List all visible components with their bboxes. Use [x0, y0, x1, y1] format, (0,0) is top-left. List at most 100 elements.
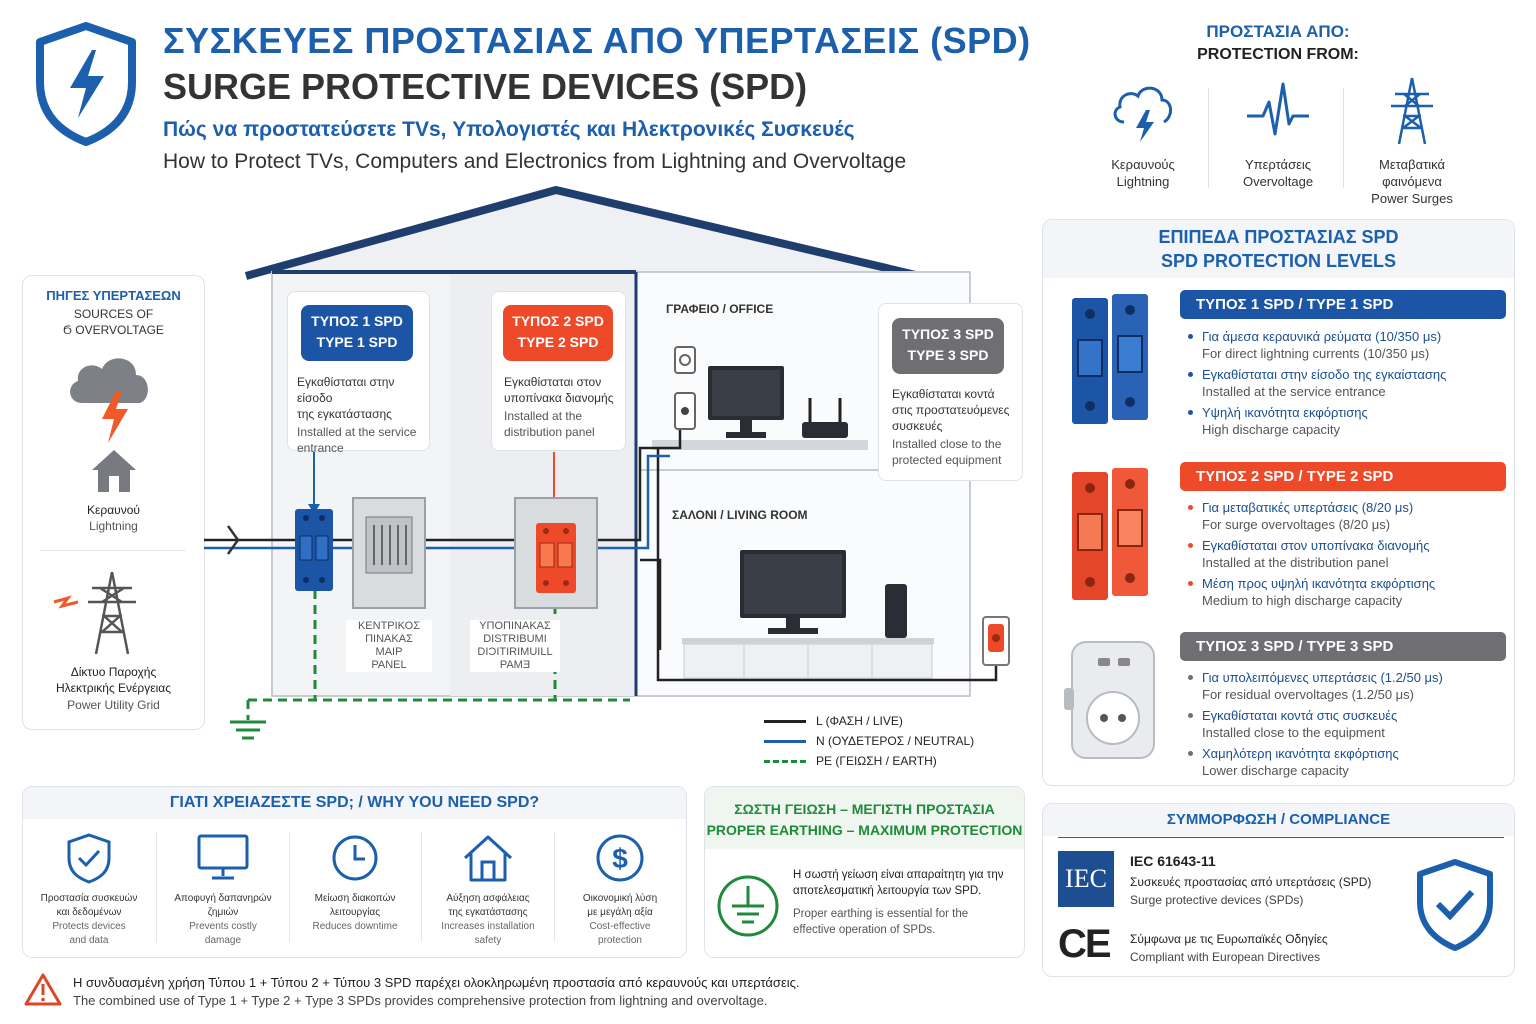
- protection-item-en: Power Surges: [1371, 191, 1453, 206]
- type1-tag: ΤΥΠΟΣ 1 SPD TYPE 1 SPD: [301, 305, 413, 361]
- bullet-greek: Εγκαθίσταται στον υποπίνακα διανομής: [1202, 538, 1430, 553]
- divider: [1343, 88, 1344, 188]
- divider: [421, 832, 422, 942]
- why-title: ΓΙΑΤΙ ΧΡΕΙΑΖΕΣΤΕ SPD; / WHY YOU NEED SPD…: [169, 794, 540, 811]
- legend-earth-label: PE (ΓΕΙΩΣΗ / EARTH): [816, 754, 937, 768]
- type2-spd-image: [1072, 468, 1148, 600]
- sub-panel-label-4: PAMƎ: [499, 659, 531, 671]
- type2-desc-greek-1: Εγκαθίσταται στον: [504, 375, 602, 389]
- sources-card: [22, 275, 205, 730]
- level-type2-bar: ΤΥΠΟΣ 2 SPD / TYPE 2 SPD: [1180, 462, 1506, 491]
- bullet-english: Medium to high discharge capacity: [1202, 593, 1403, 608]
- router-icon: [802, 398, 848, 438]
- bullet-english: Installed at the service entrance: [1202, 384, 1386, 399]
- why-item-english-1: Reduces downtime: [312, 921, 398, 932]
- type3-desc-greek-3: συσκευές: [892, 419, 943, 433]
- type3-desc-greek-2: στις προστατευόμενες: [892, 403, 1010, 417]
- page-title-greek: ΣΥΣΚΕΥΕΣ ΠΡΟΣΤΑΣΙΑΣ ΑΠΟ ΥΠΕΡΤΑΣΕΙΣ (SPD): [163, 20, 1031, 61]
- level-type1-bar: ΤΥΠΟΣ 1 SPD / TYPE 1 SPD: [1180, 290, 1506, 319]
- ce-desc-english: Compliant with European Directives: [1130, 950, 1321, 964]
- ce-mark: CE: [1058, 922, 1112, 966]
- shield-lightning-icon: [36, 22, 136, 146]
- svg-text:$: $: [612, 843, 628, 874]
- legend-neutral: N (ΟΥΔΕΤΕΡΟΣ / NEUTRAL): [764, 734, 974, 748]
- sources-title-english-1: SOURCES OF: [73, 307, 154, 321]
- type1-tag-greek: ΤΥΠΟΣ 1 SPD: [311, 313, 403, 329]
- earthing-title-english: PROPER EARTHING – MAXIMUM PROTECTION: [706, 822, 1023, 838]
- page-subtitle-greek: Πώς να προστατεύσετε TVs, Υπολογιστές κα…: [163, 118, 855, 141]
- why-item-english-1: Increases installation: [441, 921, 535, 932]
- protection-item-gr: Κεραυνούς: [1111, 157, 1175, 172]
- dollar-icon: $: [596, 834, 644, 882]
- protection-item-lightning: Κεραυνούς Lightning: [1083, 76, 1203, 190]
- protection-item-gr: Μεταβατικά φαινόμενα: [1379, 157, 1445, 189]
- why-item-greek-2: με μεγάλη αξία: [587, 907, 653, 918]
- source-lightning-english: Lightning: [89, 519, 138, 533]
- sub-panel-label-2: DISTRIBUMI: [483, 633, 547, 645]
- why-item-protect: Προστασία συσκευών και δεδομένων Protect…: [24, 832, 154, 948]
- divider: [40, 550, 186, 551]
- main-panel-label-1: ΚΕΝΤΡΙΚΟΣ: [357, 620, 421, 632]
- source-grid-greek-1: Δίκτυο Παροχής: [70, 665, 157, 679]
- divider: [289, 832, 290, 942]
- type3-desc-greek-1: Εγκαθίσταται κοντά: [892, 387, 995, 401]
- ground-icon: [717, 875, 779, 937]
- why-item-english-2: protection: [598, 935, 642, 946]
- type1-tag-english: TYPE 1 SPD: [316, 334, 398, 350]
- sources-title-english-2: Ϭ OVERVOLTAGE: [63, 323, 164, 337]
- protection-from-title-english: PROTECTION FROM:: [1197, 46, 1359, 63]
- why-item-greek-2: της εγκατάστασης: [448, 907, 528, 918]
- why-item-english-2: damage: [204, 935, 242, 946]
- why-item-damage: Αποφυγή δαπανηρών ζημιών Prevents costly…: [158, 832, 288, 948]
- source-grid-english: Power Utility Grid: [67, 698, 160, 712]
- main-panel-label-3: MAIP: [375, 646, 403, 658]
- why-item-english-1: Cost-effective: [589, 921, 651, 932]
- type3-desc-english-1: Installed close to the: [892, 437, 1002, 451]
- main-panel-label-4: PANEL: [371, 659, 407, 671]
- compliance-header-bg: [1043, 804, 1514, 836]
- bullet-greek: Για μεταβατικές υπερτάσεις (8/20 μs): [1202, 500, 1414, 515]
- type1-desc-greek-1: Εγκαθίσταται στην είσοδο: [297, 375, 395, 405]
- legend-live-label: L (ΦΑΣΗ / LIVE): [816, 714, 903, 728]
- power-tower-icon: [1391, 77, 1433, 145]
- protection-item-en: Overvoltage: [1242, 174, 1314, 189]
- divider: [554, 832, 555, 942]
- bullet-english: Lower discharge capacity: [1202, 763, 1349, 778]
- earthing-text-greek-2: αποτελεσματική λειτουργία των SPD.: [793, 885, 982, 897]
- footer-greek: Η συνδυασμένη χρήση Τύπου 1 + Τύπου 2 + …: [73, 975, 800, 990]
- type2-desc-english-1: Installed at the: [504, 409, 583, 423]
- earthing-text-english-1: Proper earthing is essential for the: [793, 908, 969, 920]
- why-item-english-1: Protects devices: [52, 921, 126, 932]
- type1-spd-device: [295, 509, 333, 591]
- sub-panel-box: [514, 497, 598, 609]
- computer-icon: [708, 366, 784, 438]
- why-item-greek-2: λειτουργίας: [329, 907, 381, 918]
- warning-icon: [24, 973, 62, 1006]
- shield-check-icon: [1417, 859, 1493, 951]
- type2-tag-english: TYPE 2 SPD: [517, 334, 599, 350]
- bullet-english: For residual overvoltages (1.2/50 μs): [1202, 687, 1414, 702]
- why-header-bg: [23, 787, 686, 819]
- bullet-english: High discharge capacity: [1202, 422, 1341, 437]
- type3-tag: ΤΥΠΟΣ 3 SPD TYPE 3 SPD: [892, 318, 1004, 374]
- bullet-english: Installed close to the equipment: [1202, 725, 1385, 740]
- why-item-greek-1: Μείωση διακοπών: [314, 893, 396, 904]
- iec-standard: IEC 61643-11: [1130, 853, 1216, 869]
- levels-title-greek: ΕΠΙΠΕΔΑ ΠΡΟΣΤΑΣΙΑΣ SPD: [1158, 227, 1399, 247]
- bullet-greek: Για υπολειπόμενες υπερτάσεις (1.2/50 μs): [1202, 670, 1443, 685]
- why-item-downtime: Μείωση διακοπών λειτουργίας Reduces down…: [290, 832, 420, 934]
- level-type3-bar: ΤΥΠΟΣ 3 SPD / TYPE 3 SPD: [1180, 632, 1506, 661]
- type2-desc-english-2: distribution panel: [504, 425, 595, 439]
- type3-plug-image: [1064, 641, 1155, 759]
- protection-item-gr: Υπερτάσεις: [1244, 157, 1312, 172]
- bullet-greek: Μέση προς υψηλή ικανότητα εκφόρτισης: [1202, 576, 1436, 591]
- type3-desc-english-2: protected equipment: [892, 453, 1002, 467]
- why-item-safety: Αύξηση ασφάλειας της εγκατάστασης Increa…: [423, 832, 553, 948]
- clock-icon: [332, 835, 378, 881]
- why-item-english-2: safety: [474, 935, 502, 946]
- legend-earth: PE (ΓΕΙΩΣΗ / EARTH): [764, 754, 937, 768]
- bullet-greek: Για άμεσα κεραυνικά ρεύματα (10/350 μs): [1202, 329, 1442, 344]
- why-item-english-2: and data: [69, 935, 109, 946]
- earthing-title-greek: ΣΩΣΤΗ ΓΕΙΩΣΗ – ΜΕΓΙΣΤΗ ΠΡΟΣΤΑΣΙΑ: [734, 801, 995, 817]
- type2-desc-greek-2: υποπίνακα διανομής: [504, 391, 614, 405]
